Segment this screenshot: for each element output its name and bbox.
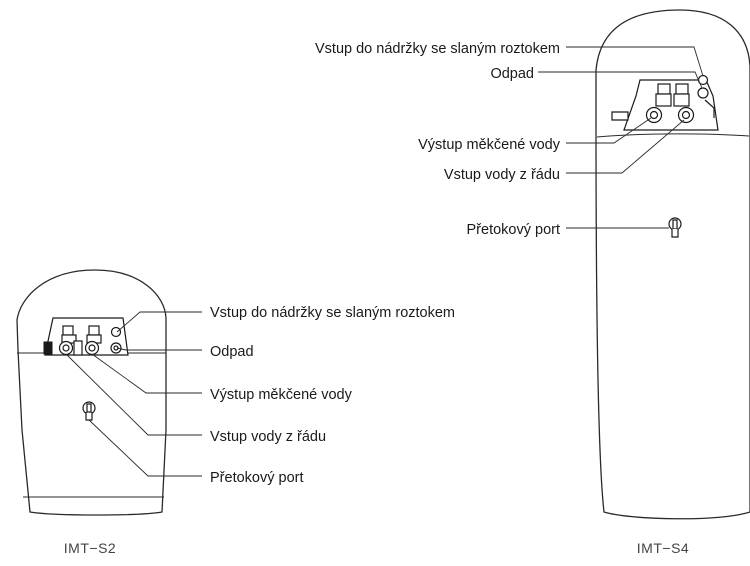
large-label-overflow: Přetokový port [467,222,561,238]
large-unit-body [595,9,750,520]
small-unit: Vstup do nádržky se slaným roztokem Odpa… [16,269,455,556]
small-leader-supply [65,353,202,436]
small-model-name: IMT−S2 [64,540,116,556]
small-unit-body [16,269,167,516]
large-label-drain: Odpad [490,66,534,82]
small-leader-brine [116,311,202,333]
large-unit-overflow-fitting [668,217,682,238]
large-unit: Vstup do nádržky se slaným roztokem Odpa… [315,9,750,556]
small-label-drain: Odpad [210,344,254,360]
small-unit-ports [43,340,122,356]
large-leader-supply [566,119,685,174]
large-unit-lid-seam [596,133,750,138]
large-label-brine: Vstup do nádržky se slaným roztokem [315,41,560,57]
small-label-softened: Výstup měkčené vody [210,387,353,403]
large-label-supply: Vstup vody z řádu [444,167,560,183]
large-label-softened: Výstup měkčené vody [418,137,561,153]
large-leader-drain [538,71,703,89]
small-leader-softened [91,353,202,394]
small-label-overflow: Přetokový port [210,470,304,486]
large-leader-softened [566,117,652,144]
small-label-supply: Vstup vody z řádu [210,429,326,445]
large-model-name: IMT−S4 [637,540,689,556]
small-leader-overflow [88,419,202,477]
large-leader-brine [566,46,704,77]
small-label-brine: Vstup do nádržky se slaným roztokem [210,305,455,321]
small-leader-drain [116,347,202,351]
